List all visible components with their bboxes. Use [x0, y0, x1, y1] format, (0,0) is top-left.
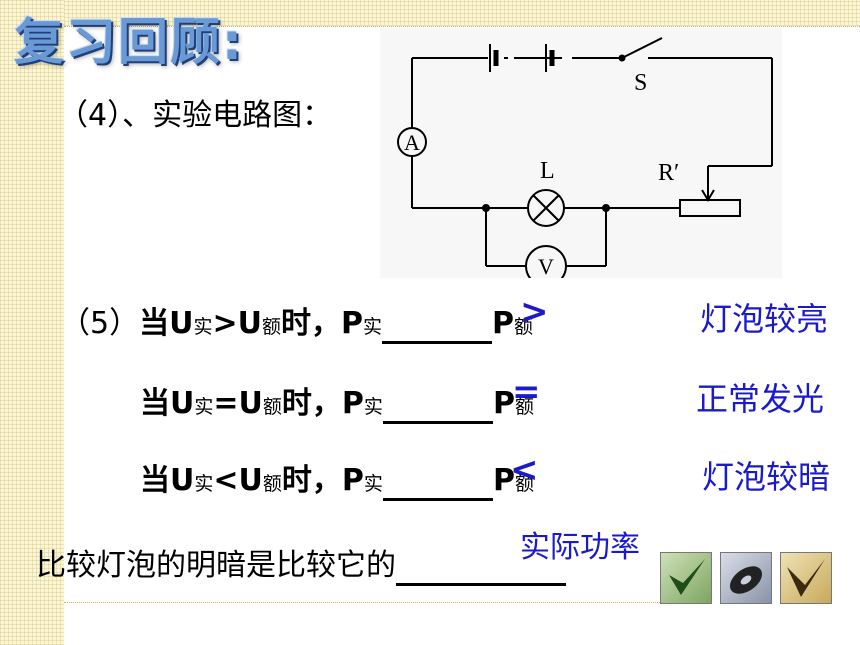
rheostat-label: R′: [658, 160, 679, 186]
item5-row-3: 当U实<U额时，P实 P额: [140, 455, 534, 501]
top-decor-strip: [64, 0, 860, 26]
conclusion-answer: 实际功率: [520, 530, 640, 565]
disc-icon: [720, 552, 772, 604]
note-row-2: 正常发光: [696, 380, 825, 418]
top-dotted-rule: [64, 26, 860, 27]
slide-title: 复习回顾:: [14, 13, 244, 71]
item5-row-2: 当U实=U额时，P实 P额: [140, 378, 534, 424]
note-row-3: 灯泡较暗: [702, 458, 831, 496]
item5-row-1: （5）当U实>U额时，P实 P额: [60, 298, 533, 344]
item4-label: （4）、实验电路图：: [58, 98, 333, 133]
answer-row-3: <: [510, 450, 539, 490]
switch-label: S: [634, 70, 647, 96]
lamp-label: L: [540, 158, 555, 184]
answer-row-2: =: [512, 372, 541, 412]
note-row-1: 灯泡较亮: [700, 300, 829, 338]
left-decor-strip: [0, 0, 64, 645]
voltmeter-label: V: [538, 254, 554, 278]
answer-row-1: >: [520, 292, 549, 332]
bottom-dotted-rule: [64, 602, 664, 603]
checkmark-gold-icon: [780, 552, 832, 604]
ammeter-label: A: [404, 130, 420, 155]
circuit-diagram: S A V L R′: [380, 28, 782, 278]
checkmark-green-icon: [660, 552, 712, 604]
conclusion-line: 比较灯泡的明暗是比较它的: [36, 540, 566, 586]
